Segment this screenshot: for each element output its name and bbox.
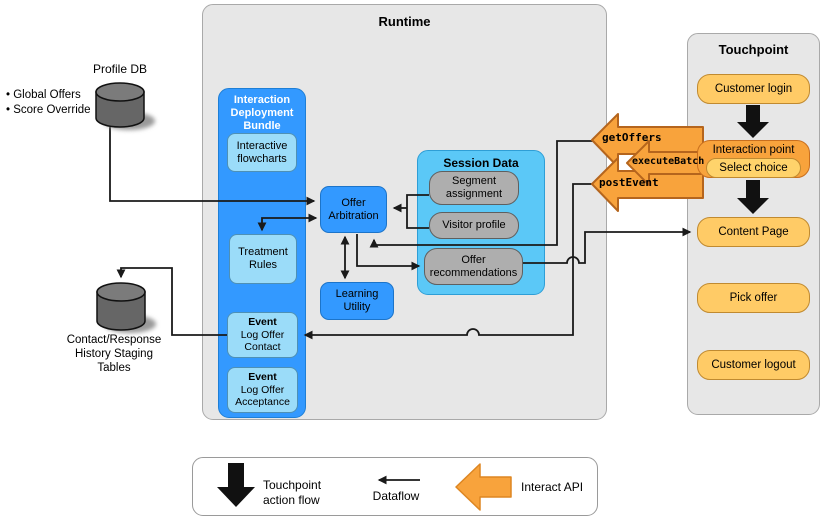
interaction-point-label: Interaction point xyxy=(712,144,795,156)
contact-history-cylinder-icon xyxy=(96,282,156,333)
contact-history-label: Contact/Response History Staging Tables xyxy=(66,334,162,374)
interactive-flowcharts-box: Interactive flowcharts xyxy=(227,133,297,172)
touchpoint-title: Touchpoint xyxy=(718,42,789,57)
select-choice-label: Select choice xyxy=(719,162,788,174)
customer-login-label: Customer login xyxy=(714,83,793,95)
offer-arbitration-box: Offer Arbitration xyxy=(320,186,387,233)
treatment-rules-label: Treatment Rules xyxy=(238,246,288,271)
learning-utility-box: Learning Utility xyxy=(320,282,394,320)
event-heading: Event xyxy=(248,316,277,329)
select-choice-box: Select choice xyxy=(706,158,801,178)
profile-db-bullet-1: • Global Offers xyxy=(6,89,81,101)
event-log-offer-acceptance-box: Event Log Offer Acceptance xyxy=(227,367,298,413)
profile-db-bullet-2: • Score Override xyxy=(6,104,91,116)
interactive-flowcharts-label: Interactive flowcharts xyxy=(236,139,288,165)
offer-recommendations-label: Offer recommendations xyxy=(429,253,518,279)
content-page-box: Content Page xyxy=(697,217,810,247)
event-log-offer-contact-box: Event Log Offer Contact xyxy=(227,312,298,358)
postevent-label: postEvent xyxy=(599,176,659,189)
event-log-offer-acceptance-label: Event Log Offer Acceptance xyxy=(228,371,297,409)
executebatch-label: executeBatch xyxy=(632,156,705,167)
customer-logout-box: Customer logout xyxy=(697,350,810,380)
bundle-title: Interaction Deployment Bundle xyxy=(230,94,294,132)
offer-recommendations-box: Offer recommendations xyxy=(424,248,523,285)
runtime-title: Runtime xyxy=(378,14,431,29)
customer-login-box: Customer login xyxy=(697,74,810,104)
pick-offer-label: Pick offer xyxy=(729,292,778,304)
event-log-offer-contact-label: Event Log Offer Contact xyxy=(228,316,297,354)
visitor-profile-label: Visitor profile xyxy=(442,219,506,231)
visitor-profile-box: Visitor profile xyxy=(429,212,519,239)
customer-logout-label: Customer logout xyxy=(711,359,796,371)
session-data-title: Session Data xyxy=(443,156,519,170)
interaction-point-box: Interaction point Select choice xyxy=(697,140,810,178)
learning-utility-label: Learning Utility xyxy=(335,288,379,313)
event-body: Log Offer Contact xyxy=(240,328,285,354)
event-body: Log Offer Acceptance xyxy=(235,383,290,409)
legend-dataflow-label: Dataflow xyxy=(372,489,420,503)
offer-arbitration-label: Offer Arbitration xyxy=(328,196,379,222)
segment-assignment-box: Segment assignment xyxy=(429,171,519,205)
legend-box xyxy=(192,457,598,516)
segment-assignment-label: Segment assignment xyxy=(445,175,503,200)
getoffers-label: getOffers xyxy=(602,131,662,144)
legend-interact-api-label: Interact API xyxy=(521,480,584,494)
event-heading: Event xyxy=(248,371,277,384)
content-page-label: Content Page xyxy=(718,226,789,238)
profile-db-cylinder-icon xyxy=(95,82,155,130)
pick-offer-box: Pick offer xyxy=(697,283,810,313)
treatment-rules-box: Treatment Rules xyxy=(229,234,297,284)
profile-db-label: Profile DB xyxy=(92,62,148,76)
legend-action-flow-label: Touchpoint action flow xyxy=(263,478,322,507)
